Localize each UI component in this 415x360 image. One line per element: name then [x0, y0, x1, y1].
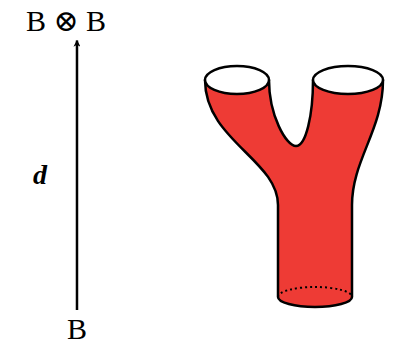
object-label: B [67, 312, 87, 347]
arrow-label: d [31, 160, 49, 191]
left-boundary-circle [205, 66, 269, 94]
math-object: B [63, 310, 91, 349]
math-object: B ⊗ B [22, 2, 110, 41]
pair-of-pants [205, 80, 383, 307]
morphism-arrow [76, 41, 79, 311]
object-label: B ⊗ B [26, 4, 106, 39]
right-boundary-circle [313, 66, 383, 94]
bottom-boundary-back [278, 287, 352, 297]
